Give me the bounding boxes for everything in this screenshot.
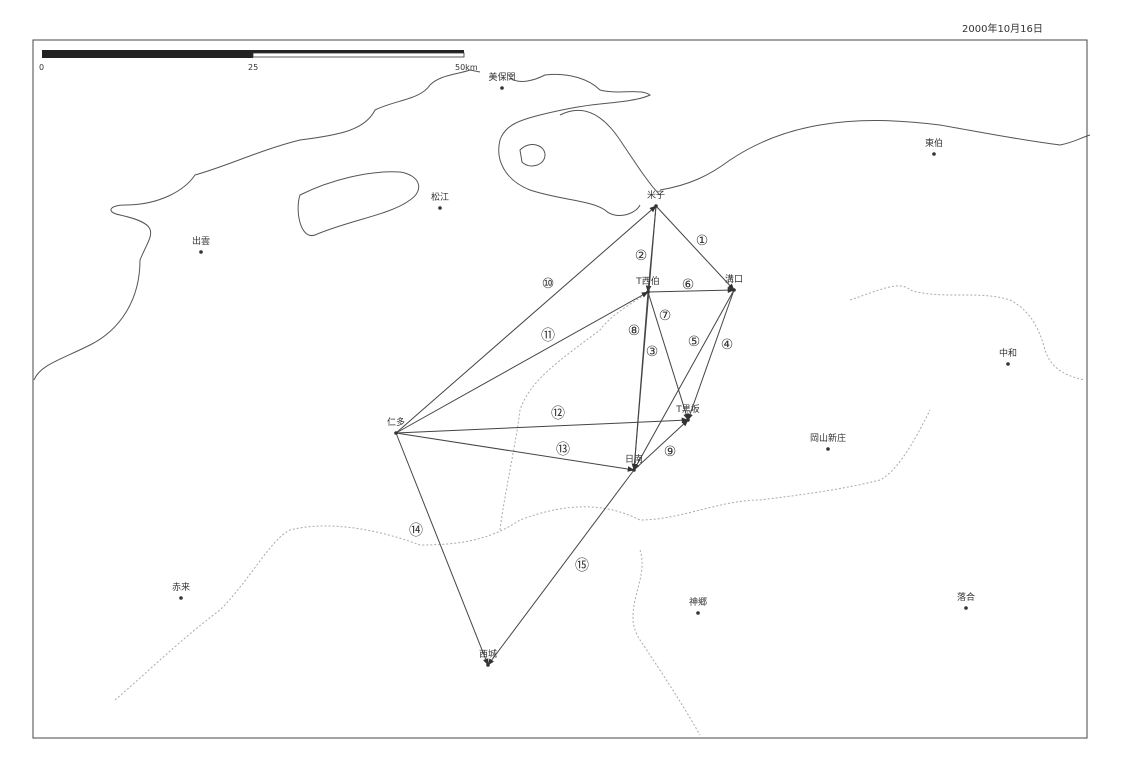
- scale-bar: 0 25 50km: [39, 50, 478, 72]
- place-label-nichinan: 日南: [625, 453, 643, 465]
- place-label-yonago: 米子: [647, 189, 665, 201]
- scale-tick-0: 0: [39, 63, 44, 72]
- place-label-izumo: 出雲: [192, 235, 210, 247]
- route-line-14: [395, 432, 489, 666]
- place-label-touhaku: 東伯: [925, 137, 943, 149]
- route-number-4: ④: [721, 337, 734, 353]
- place-dot-nichinan: [632, 468, 636, 472]
- date-label: 2000年10月16日: [962, 24, 1043, 35]
- route-number-8: ⑧: [628, 323, 641, 339]
- route-number-11: ⑪: [541, 328, 555, 344]
- coastline: [33, 69, 1091, 381]
- place-dot-ochiai: [964, 606, 968, 610]
- place-label-jinseki: 神郷: [689, 596, 707, 608]
- route-number-15: ⑮: [575, 558, 589, 574]
- route-line-9: [633, 419, 689, 471]
- route-line-8: [631, 205, 657, 471]
- place-dot-touhaku: [932, 152, 936, 156]
- place-label-mihonoseki: 美保関: [488, 71, 515, 83]
- place-label-saijo: 西城: [479, 649, 497, 660]
- route-line-10: [395, 205, 657, 434]
- place-label-okayamashinjo: 岡山新庄: [810, 432, 846, 444]
- place-label-akagi: 赤来: [172, 582, 190, 593]
- place-dot-akagi: [179, 596, 183, 600]
- route-number-9: ⑨: [664, 444, 677, 460]
- route-number-13: ⑬: [556, 442, 570, 458]
- prefecture-boundary: [114, 285, 1086, 736]
- place-dot-chuwa: [1006, 362, 1010, 366]
- place-label-mizokuchi: 溝口: [725, 273, 743, 285]
- place-dot-izumo: [199, 250, 203, 254]
- route-number-7: ⑦: [659, 308, 672, 324]
- route-line-6: [647, 287, 735, 293]
- route-line-12: [395, 417, 689, 434]
- place-dot-saijo: [486, 663, 490, 667]
- scale-tick-25: 25: [248, 63, 258, 72]
- route-number-1: ①: [696, 233, 709, 249]
- place-label-matsue: 松江: [431, 191, 449, 203]
- route-line-5: [633, 289, 735, 471]
- place-dot-tsaihaku: [646, 290, 650, 294]
- scale-tick-50: 50km: [455, 63, 478, 72]
- place-label-tsaihaku: T西伯: [635, 275, 660, 287]
- route-number-3: ③: [646, 344, 659, 360]
- route-edges: ① ② ③ ④ ⑤ ⑥⑦ ⑧ ⑨ ⑩ ⑪ ⑫ ⑬ ⑭ ⑮: [395, 205, 735, 666]
- place-label-tkurosaka: T黒坂: [675, 404, 700, 415]
- route-line-7: [647, 291, 689, 421]
- route-number-2: ②: [635, 248, 648, 264]
- place-label-ochiai: 落合: [957, 591, 975, 603]
- place-dot-yonago: [654, 204, 658, 208]
- route-line-11: [395, 291, 649, 434]
- route-line-15: [487, 469, 635, 666]
- place-label-nita: 仁多: [387, 416, 405, 428]
- place-dot-okayamashinjo: [826, 447, 830, 451]
- route-number-10: ⑩: [542, 276, 555, 292]
- place-label-chuwa: 中和: [999, 347, 1017, 359]
- route-line-1: [655, 205, 735, 291]
- place-dot-jinseki: [696, 611, 700, 615]
- route-line-13: [395, 432, 635, 472]
- route-number-6: ⑥: [682, 277, 695, 293]
- place-dot-tkurosaka: [686, 418, 690, 422]
- route-number-12: ⑫: [551, 406, 565, 422]
- place-dot-mihonoseki: [500, 86, 504, 90]
- route-number-14: ⑭: [409, 523, 423, 539]
- route-number-5: ⑤: [688, 334, 701, 350]
- route-line-4: [687, 289, 735, 421]
- place-dot-matsue: [438, 206, 442, 210]
- map-frame: [32, 39, 1088, 739]
- place-dot-nita: [394, 431, 398, 435]
- place-dot-mizokuchi: [732, 288, 736, 292]
